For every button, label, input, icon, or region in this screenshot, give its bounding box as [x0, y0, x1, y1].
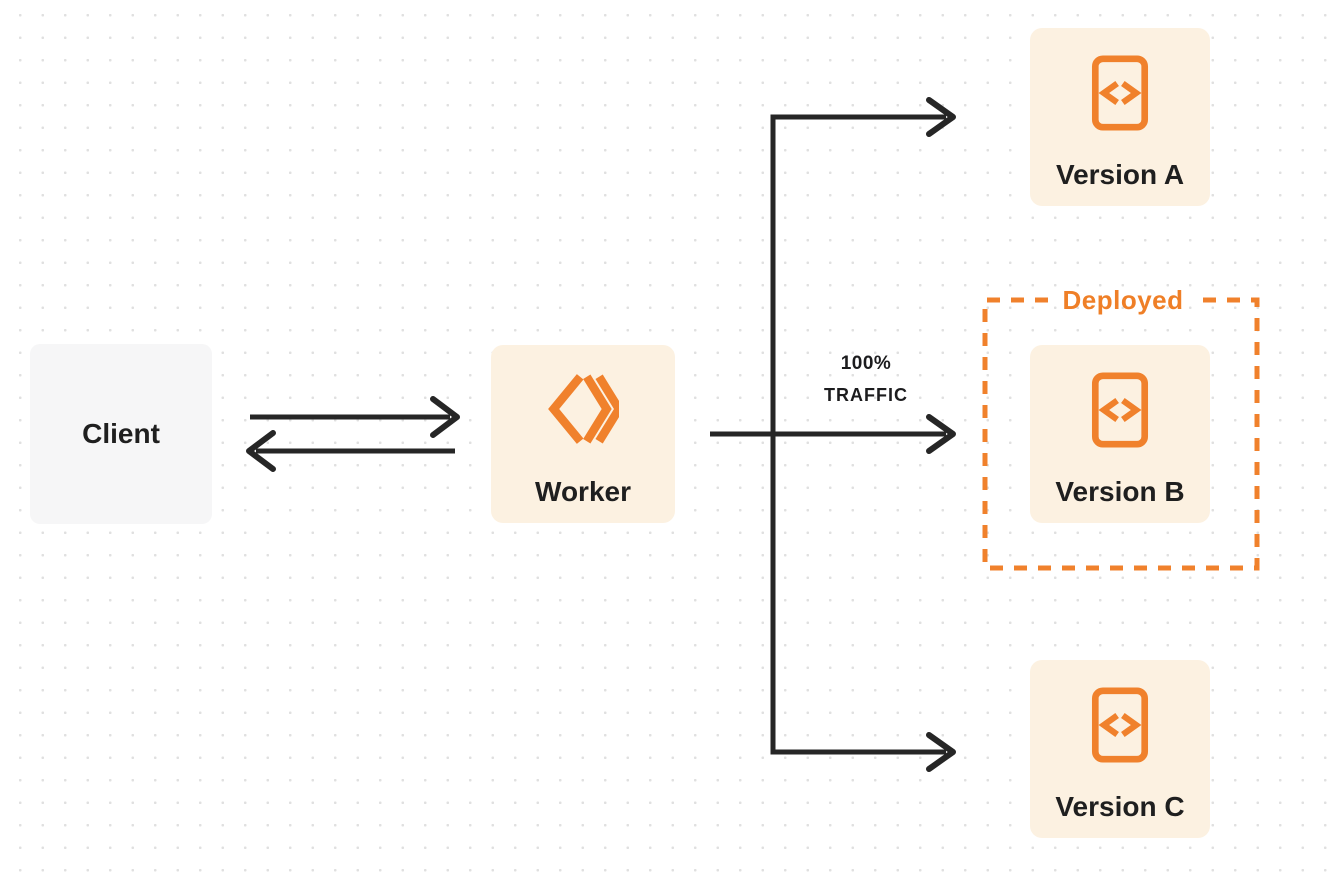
version-c-label: Version C	[1055, 791, 1185, 822]
deployed-badge-label: Deployed	[1062, 285, 1184, 315]
node-version-a: Version A	[1030, 28, 1210, 206]
traffic-annotation: 100% TRAFFIC	[791, 352, 941, 406]
code-document-icon	[1091, 687, 1149, 763]
worker-label: Worker	[535, 476, 631, 507]
code-document-icon	[1091, 372, 1149, 448]
code-document-icon	[1091, 55, 1149, 131]
traffic-word-text: TRAFFIC	[824, 385, 908, 405]
node-version-b: Version B	[1030, 345, 1210, 523]
node-worker: Worker	[491, 345, 675, 523]
node-version-c: Version C	[1030, 660, 1210, 838]
arrow-client-to-worker	[250, 396, 460, 438]
arrow-branch-to-version-a-and-c	[770, 97, 956, 772]
arrow-worker-to-version-b	[710, 414, 956, 454]
workers-chevrons-icon	[548, 374, 619, 444]
arrow-worker-to-client	[246, 430, 455, 472]
version-b-label: Version B	[1055, 476, 1185, 507]
deployed-dashed-box	[982, 297, 1260, 571]
traffic-percent-text: 100%	[840, 353, 892, 374]
version-a-label: Version A	[1055, 159, 1185, 190]
node-client: Client	[30, 344, 212, 524]
client-label: Client	[82, 418, 160, 449]
